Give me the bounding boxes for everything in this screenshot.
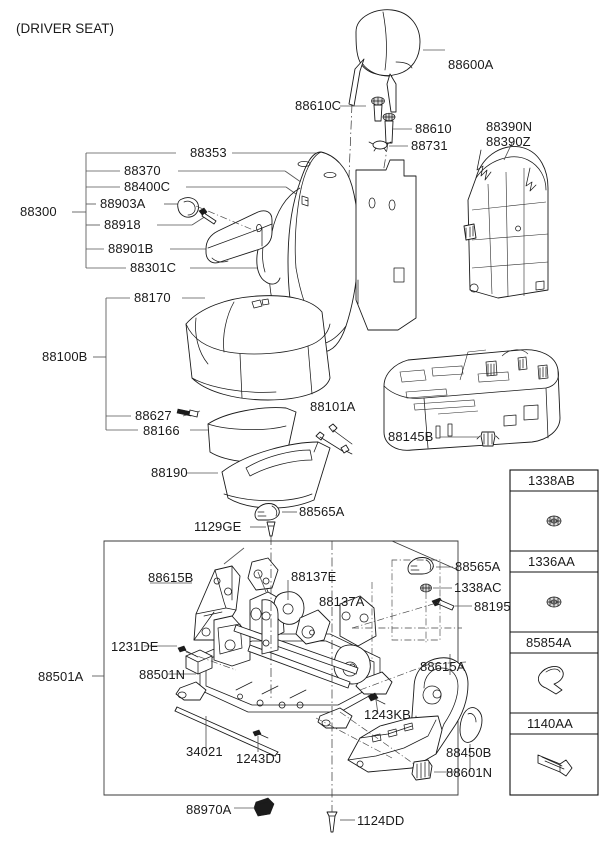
label-88970A: 88970A xyxy=(186,802,232,817)
diagram-title: (DRIVER SEAT) xyxy=(16,21,115,36)
label-1231DE: 1231DE xyxy=(111,639,159,654)
bolt-1124DD xyxy=(326,811,338,833)
label-88627: 88627 xyxy=(135,408,172,423)
label-88137E: 88137E xyxy=(291,569,337,584)
label-88170: 88170 xyxy=(134,290,171,305)
construction-line-5 xyxy=(339,711,415,765)
cushion-heater-88190 xyxy=(221,441,331,509)
lower-track-trim xyxy=(347,715,443,773)
label-88901B: 88901B xyxy=(108,241,154,256)
label-88195: 88195 xyxy=(474,599,511,614)
label-88501A: 88501A xyxy=(38,669,84,684)
construction-line-3 xyxy=(359,661,467,691)
legend-icon-85854A xyxy=(537,666,564,695)
label-34021: 34021 xyxy=(186,744,223,759)
armrest-bolt xyxy=(198,207,217,225)
label-88918: 88918 xyxy=(104,217,141,232)
legend-table xyxy=(509,469,599,796)
label-88615A: 88615A xyxy=(420,659,466,674)
legend-code-1336AA: 1336AA xyxy=(528,554,575,569)
seat-back-frame-panel xyxy=(355,159,417,331)
label-1129GE: 1129GE xyxy=(194,519,242,534)
label-88390Z: 88390Z xyxy=(486,134,531,149)
leader-1243KB xyxy=(375,699,379,715)
label-88101A: 88101A xyxy=(310,399,356,414)
seat-back-rear-panel xyxy=(463,142,549,299)
label-88137A: 88137A xyxy=(319,594,365,609)
backrest-leader-lines xyxy=(72,152,323,269)
screw-1129GE xyxy=(266,521,276,537)
label-88190: 88190 xyxy=(151,465,188,480)
seat-track-frame xyxy=(175,557,393,729)
screw-1243KB xyxy=(367,692,386,705)
label-1124DD: 1124DD xyxy=(357,813,405,828)
clip-88565A-mid xyxy=(407,557,434,575)
headrest-artwork xyxy=(348,9,445,113)
rod-34021 xyxy=(174,706,279,757)
clip-88970A xyxy=(253,797,275,817)
clip-88565A-top xyxy=(254,503,280,521)
cushion-clip-head xyxy=(188,409,199,418)
label-88400C: 88400C xyxy=(124,179,171,194)
label-88600A: 88600A xyxy=(448,57,494,72)
headrest-guide-hardware xyxy=(340,96,412,152)
label-88610C: 88610C xyxy=(295,98,342,113)
construction-line-4 xyxy=(315,717,393,759)
label-88731: 88731 xyxy=(411,138,448,153)
label-88903A: 88903A xyxy=(100,196,146,211)
bolt-88195 xyxy=(431,597,455,611)
label-88300: 88300 xyxy=(20,204,57,219)
legend-code-1140AA: 1140AA xyxy=(527,716,573,731)
leader-88137E-up xyxy=(223,547,245,565)
axis-88195 xyxy=(351,601,441,629)
legend-code-85854A: 85854A xyxy=(526,635,572,650)
cap-88601N xyxy=(411,759,456,781)
cushion-clip-88627 xyxy=(176,408,193,417)
heater-harness xyxy=(315,423,353,455)
label-88615B: 88615B xyxy=(148,570,194,585)
label-88565A-mid: 88565A xyxy=(455,559,501,574)
armrest-artwork xyxy=(205,210,273,264)
box-top-angled xyxy=(391,540,459,571)
label-88450B: 88450B xyxy=(446,745,492,760)
cushion-frame-artwork xyxy=(383,349,561,451)
label-88610: 88610 xyxy=(415,121,452,136)
screw-1231DE xyxy=(177,645,199,658)
label-88353: 88353 xyxy=(190,145,227,160)
construction-rect-1 xyxy=(391,559,441,641)
label-88145B: 88145B xyxy=(388,429,434,444)
label-88501N: 88501N xyxy=(139,667,186,682)
label-1243DJ: 1243DJ xyxy=(236,751,282,766)
legend-icon-1140AA xyxy=(537,754,573,777)
label-88601N: 88601N xyxy=(446,765,493,780)
label-88565A-top: 88565A xyxy=(299,504,345,519)
nut-1338AC xyxy=(420,583,432,593)
recliner-knob xyxy=(177,197,199,218)
label-88390N: 88390N xyxy=(486,119,533,134)
label-88100B: 88100B xyxy=(42,349,88,364)
label-88370: 88370 xyxy=(124,163,161,178)
legend-icon-1336AA xyxy=(546,596,562,608)
seat-cushion-artwork xyxy=(185,295,331,401)
axis-1231DE xyxy=(185,651,237,671)
label-1243KB: 1243KB xyxy=(364,707,411,722)
label-88301C: 88301C xyxy=(130,260,177,275)
legend-code-1338AB: 1338AB xyxy=(528,473,575,488)
label-88166: 88166 xyxy=(143,423,180,438)
knob-88450B xyxy=(459,707,483,772)
frame-clip-88145B xyxy=(440,431,500,447)
armrest-axis xyxy=(195,205,259,233)
screw-1243DJ xyxy=(252,729,269,739)
legend-icon-1338AB xyxy=(546,515,562,527)
leader-88137E xyxy=(257,571,267,593)
label-1338AC: 1338AC xyxy=(454,580,502,595)
